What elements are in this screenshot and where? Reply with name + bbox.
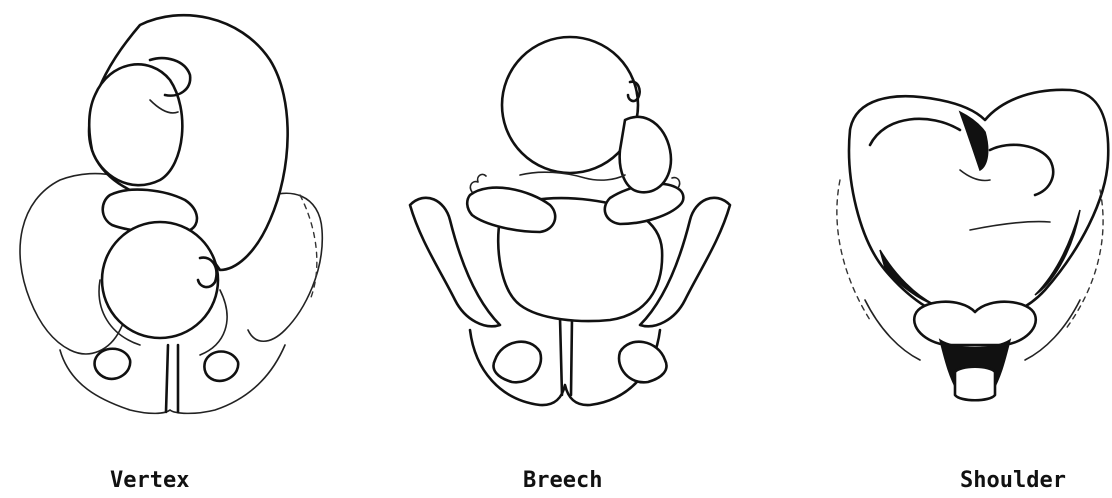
fetus-head <box>102 222 218 338</box>
vertex-panel <box>0 0 340 460</box>
obturator-left <box>95 349 131 379</box>
obturator-left <box>494 342 541 383</box>
caption-vertex: Vertex <box>110 468 189 493</box>
shoulder-illustration <box>810 0 1112 460</box>
vertex-illustration <box>0 0 340 460</box>
pelvis-dashed-edge <box>300 195 317 300</box>
pelvis-outlet <box>955 367 995 401</box>
fetus-head <box>502 37 638 173</box>
pelvis-left-curve <box>865 300 920 360</box>
shoulder-panel <box>810 0 1112 460</box>
obturator-right <box>204 352 238 381</box>
breech-panel <box>390 0 760 460</box>
caption-shoulder: Shoulder <box>960 468 1066 493</box>
pelvis-lower-body <box>60 345 285 413</box>
caption-breech: Breech <box>523 468 602 493</box>
pubic-symphysis <box>166 345 178 412</box>
obturator-right <box>619 342 666 383</box>
fetus-leg-left <box>467 188 555 232</box>
fetus-arm <box>620 117 671 192</box>
breech-illustration <box>390 0 760 460</box>
fetus-thigh <box>89 64 182 185</box>
pubic-symphysis <box>560 318 572 395</box>
